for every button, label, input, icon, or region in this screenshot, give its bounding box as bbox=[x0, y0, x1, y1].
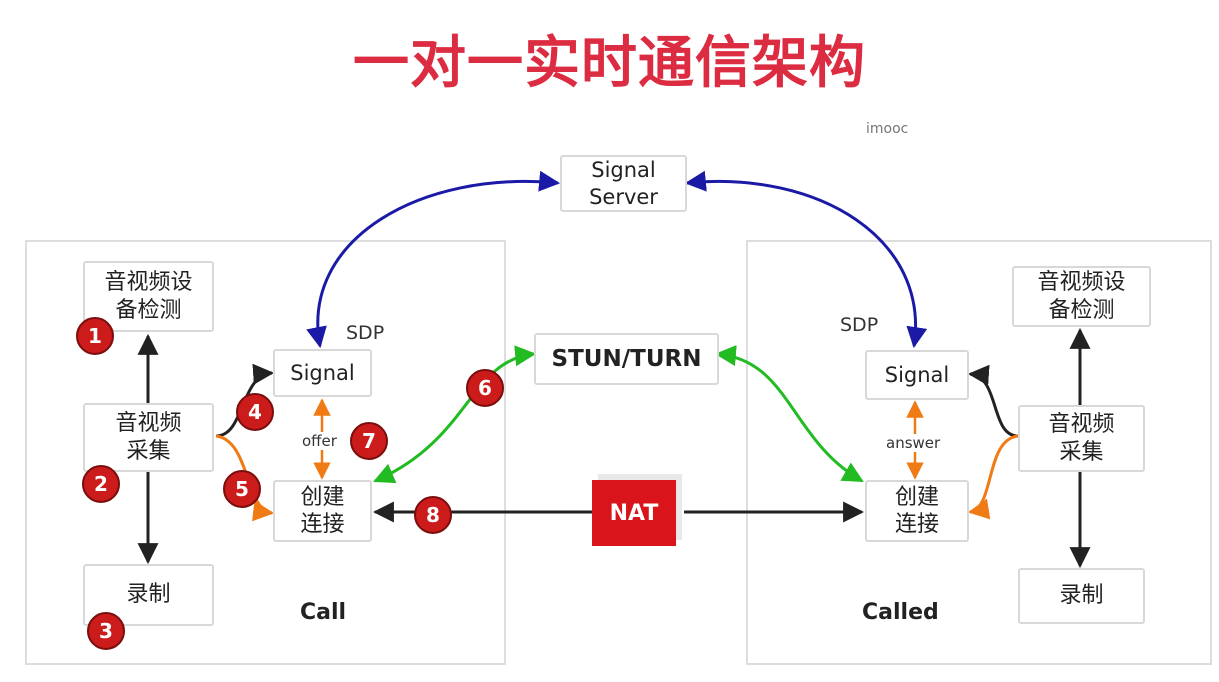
right-device-check-box: 音视频设 备检测 bbox=[1012, 266, 1151, 327]
answer-label: answer bbox=[886, 434, 941, 452]
step-badge-3: 3 bbox=[87, 612, 125, 650]
signal-server-line1: Signal bbox=[591, 158, 656, 183]
right-connect-line2: 连接 bbox=[894, 512, 939, 537]
right-capture-line2: 采集 bbox=[1059, 439, 1104, 465]
left-signal-label: Signal bbox=[290, 360, 355, 385]
offer-label: offer bbox=[302, 432, 337, 450]
right-capture-box: 音视频 采集 bbox=[1018, 405, 1145, 472]
right-capture-to-connect bbox=[967, 434, 1019, 520]
right-record-box: 录制 bbox=[1018, 568, 1145, 624]
left-device-check-line1: 音视频设 bbox=[104, 270, 193, 295]
left-capture-box: 音视频 采集 bbox=[83, 403, 214, 472]
right-capture-to-signal bbox=[967, 364, 1019, 438]
left-connect-line1: 创建 bbox=[300, 484, 345, 510]
left-stun-curve bbox=[373, 345, 537, 484]
signal-server-line2: Server bbox=[589, 184, 658, 209]
step-badge-6: 6 bbox=[466, 369, 504, 407]
right-signal-arc bbox=[684, 170, 928, 349]
call-panel-label: Call bbox=[300, 600, 347, 625]
right-sdp-label: SDP bbox=[840, 314, 879, 336]
right-record-label: 录制 bbox=[1059, 583, 1104, 609]
left-signal-box: Signal bbox=[273, 349, 372, 397]
page-title: 一对一实时通信架构 bbox=[353, 31, 866, 96]
left-device-check-line2: 备检测 bbox=[115, 297, 182, 323]
step-badge-8: 8 bbox=[414, 496, 452, 534]
left-connect-box: 创建 连接 bbox=[273, 480, 372, 542]
left-capture-line2: 采集 bbox=[126, 438, 171, 464]
step-badge-4: 4 bbox=[236, 393, 274, 431]
step-badge-2: 2 bbox=[82, 465, 120, 503]
right-device-check-line2: 备检测 bbox=[1048, 297, 1115, 323]
step-badge-1: 1 bbox=[76, 317, 114, 355]
step-badge-5: 5 bbox=[223, 470, 261, 508]
step-badge-7: 7 bbox=[350, 422, 388, 460]
nat-box: NAT bbox=[592, 480, 676, 546]
right-connect-box: 创建 连接 bbox=[865, 480, 969, 542]
left-capture-line1: 音视频 bbox=[115, 411, 182, 436]
right-capture-line1: 音视频 bbox=[1048, 412, 1115, 437]
left-connect-line2: 连接 bbox=[300, 512, 345, 537]
left-signal-arc bbox=[306, 170, 561, 349]
stun-turn-label: STUN/TURN bbox=[551, 345, 702, 372]
stun-turn-box: STUN/TURN bbox=[534, 333, 719, 385]
left-record-label: 录制 bbox=[126, 582, 171, 608]
watermark: imooc bbox=[866, 121, 909, 137]
right-connect-line1: 创建 bbox=[894, 484, 939, 510]
called-panel-label: Called bbox=[862, 600, 939, 625]
right-stun-curve bbox=[714, 345, 864, 483]
right-device-check-line1: 音视频设 bbox=[1037, 270, 1126, 295]
right-signal-box: Signal bbox=[865, 350, 969, 400]
right-signal-label: Signal bbox=[884, 362, 950, 387]
left-sdp-label: SDP bbox=[346, 322, 385, 344]
signal-server-box: Signal Server bbox=[560, 155, 687, 212]
